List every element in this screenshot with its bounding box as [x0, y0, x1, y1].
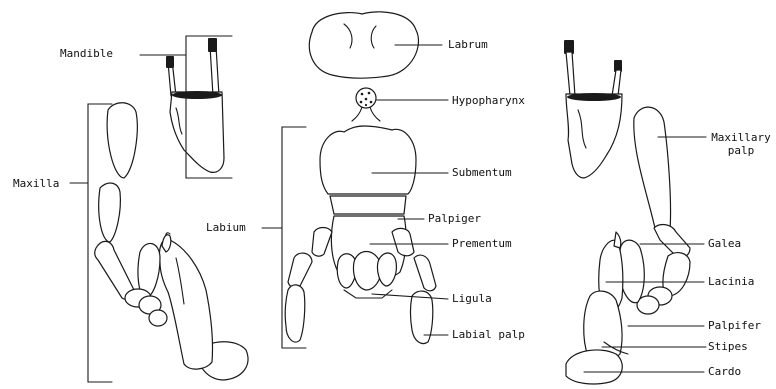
label-hypopharynx: Hypopharynx [452, 94, 525, 107]
label-galea: Galea [708, 237, 741, 250]
mandible-left-shape [166, 38, 224, 172]
label-maxillary-palp: Maxillary palp [706, 131, 776, 157]
label-lacinia: Lacinia [708, 275, 754, 288]
label-cardo: Cardo [708, 365, 741, 378]
label-palpiger: Palpiger [428, 212, 481, 225]
label-labrum: Labrum [448, 38, 488, 51]
hypopharynx-shape [352, 88, 380, 121]
label-maxilla: Maxilla [13, 177, 59, 190]
mandible-right-shape [564, 40, 622, 178]
label-labium: Labium [206, 221, 246, 234]
label-labial-palp: Labial palp [452, 328, 525, 341]
label-ligula: Ligula [452, 292, 492, 305]
label-palpifer: Palpifer [708, 319, 776, 332]
labium-shape [285, 126, 436, 344]
label-prementum: Prementum [452, 237, 512, 250]
label-submentum: Submentum [452, 166, 512, 179]
label-stipes: Stipes [708, 340, 748, 353]
label-mandible: Mandible [60, 47, 113, 60]
maxilla-left-shape [95, 103, 248, 380]
